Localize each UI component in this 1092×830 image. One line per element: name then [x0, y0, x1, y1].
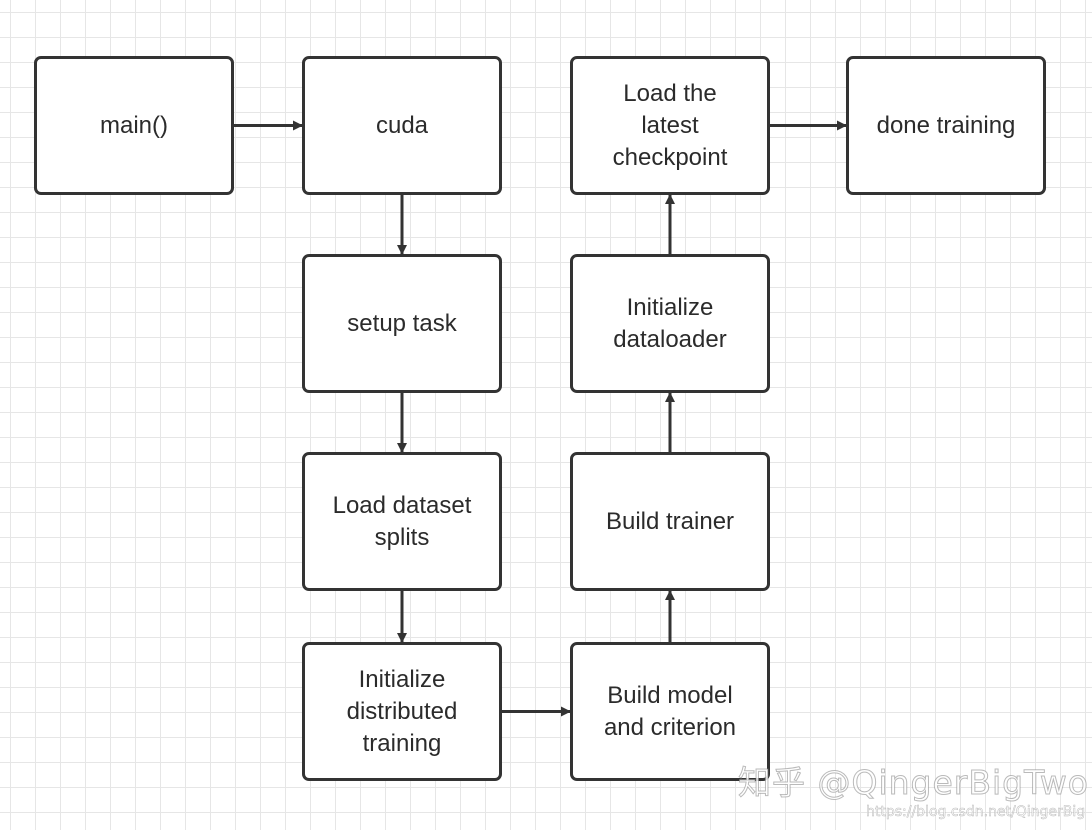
node-cuda: cuda — [302, 56, 502, 195]
node-build-trainer: Build trainer — [570, 452, 770, 591]
node-setup-task: setup task — [302, 254, 502, 393]
node-init-distributed-label-line-3: training — [362, 729, 442, 757]
node-build-model-and-criterion: Build model and criterion — [570, 642, 770, 781]
node-load-dataset-label-line-1: Load dataset — [332, 491, 472, 519]
node-init-distributed-label-line-1: Initialize — [358, 665, 446, 693]
node-done-training: done training — [846, 56, 1046, 195]
node-load-dataset-splits: Load dataset splits — [302, 452, 502, 591]
node-init-dataloader-label-line-2: dataloader — [613, 325, 727, 353]
node-load-dataset-label-line-2: splits — [374, 523, 430, 551]
node-build-model-label-line-2: and criterion — [603, 713, 737, 741]
node-build-trainer-label: Build trainer — [605, 507, 735, 535]
node-init-distributed-label-line-2: distributed — [346, 697, 458, 725]
node-cuda-label: cuda — [375, 111, 429, 139]
node-load-latest-checkpoint: Load the latest checkpoint — [570, 56, 770, 195]
node-main: main() — [34, 56, 234, 195]
node-initialize-dataloader: Initialize dataloader — [570, 254, 770, 393]
node-load-checkpoint-label-line-2: latest — [641, 111, 699, 139]
node-init-dataloader-label-line-1: Initialize — [626, 293, 714, 321]
node-build-model-label-line-1: Build model — [607, 681, 733, 709]
node-load-checkpoint-label-line-3: checkpoint — [612, 143, 728, 171]
watermark-text: 知乎 @QingerBigTwo — [738, 763, 1089, 803]
node-load-checkpoint-label-line-1: Load the — [623, 79, 717, 107]
node-main-label: main() — [99, 111, 168, 139]
node-initialize-distributed-training: Initialize distributed training — [302, 642, 502, 781]
node-setup-task-label: setup task — [347, 309, 457, 337]
watermark-url: https://blog.csdn.net/QingerBig — [866, 804, 1086, 821]
node-done-training-label: done training — [876, 111, 1016, 139]
